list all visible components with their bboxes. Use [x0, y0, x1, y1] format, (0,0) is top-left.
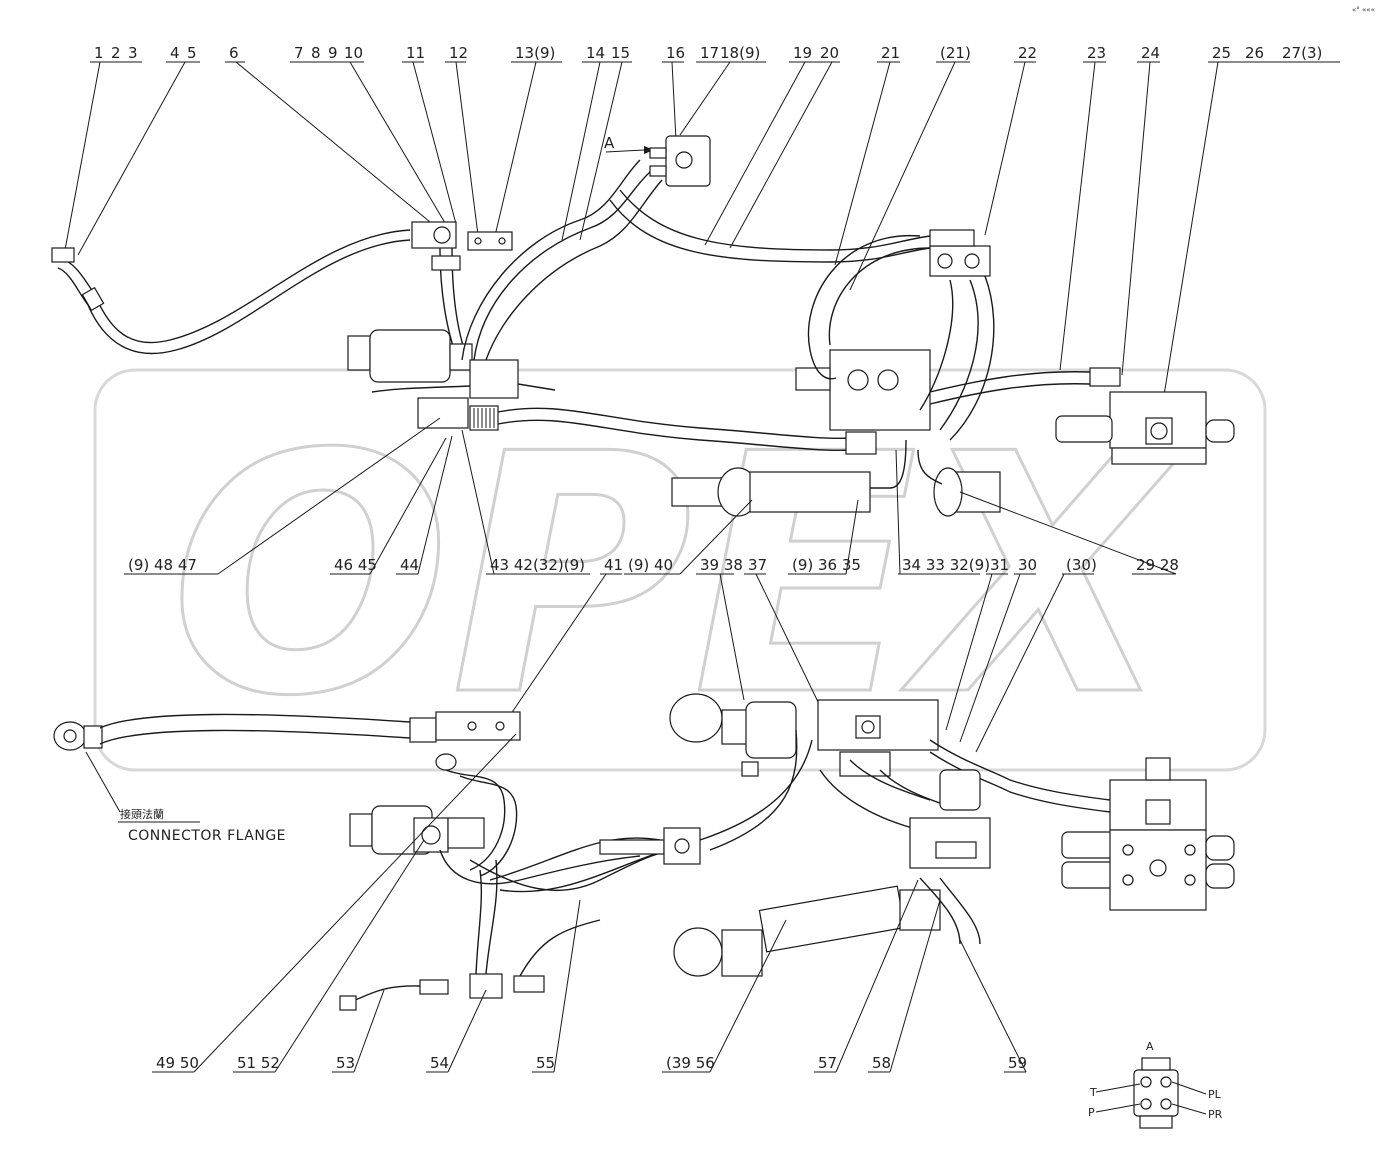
callout-22: 22: [1018, 44, 1037, 62]
steering-unit-detail: [1133, 1069, 1179, 1117]
callout-31: 31: [990, 556, 1009, 574]
view-arrow-label: A: [604, 134, 615, 152]
callout-16: 16: [666, 44, 685, 62]
callout-12: 12: [449, 44, 468, 62]
callout-4: 4: [170, 44, 180, 62]
valve-block-upper: [469, 359, 519, 399]
callout-3: 3: [128, 44, 138, 62]
port-p: [1140, 1098, 1152, 1110]
callout-25: 25: [1212, 44, 1231, 62]
motor-end-lower: [349, 813, 373, 847]
callout-17: 17: [700, 44, 719, 62]
tee-block-lower: [435, 711, 521, 741]
control-valve: [829, 349, 931, 431]
corner-mark: «° «««: [1352, 6, 1375, 14]
callout-9: 9: [328, 44, 338, 62]
cylinder-lower-bottom: [758, 885, 906, 953]
connector-flange-label: CONNECTOR FLANGE: [128, 828, 286, 844]
callout-18: 18(9): [720, 44, 760, 62]
callout-36-35: (9) 36 35: [792, 556, 861, 574]
callout-49-50: 49 50: [156, 1054, 199, 1072]
callout-8: 8: [311, 44, 321, 62]
callout-26: 26: [1245, 44, 1264, 62]
callout-21-ref: (21): [940, 44, 971, 62]
cylinder-upper-left: [749, 471, 871, 513]
callout-57: 57: [818, 1054, 837, 1072]
bottom-leaders: [152, 733, 1027, 1073]
callout-13: 13(9): [515, 44, 555, 62]
motor-end: [347, 335, 371, 371]
callout-30-ref: (30): [1066, 556, 1097, 574]
callout-2: 2: [111, 44, 121, 62]
callout-51-52: 51 52: [237, 1054, 280, 1072]
callout-30: 30: [1018, 556, 1037, 574]
callout-44: 44: [400, 556, 419, 574]
callout-37: 37: [748, 556, 767, 574]
middle-callouts: (9) 48 47 46 45 44 43 42(32)(9) 41 (9) 4…: [128, 556, 1179, 574]
filter-element: [845, 431, 877, 455]
upper-assembly: A: [51, 134, 1235, 517]
port-pl: [1160, 1076, 1172, 1088]
port-pr-label: PR: [1208, 1108, 1223, 1121]
detail-view-a: A T P PL PR: [1088, 1040, 1223, 1129]
callout-43-42: 43 42(32)(9): [490, 556, 585, 574]
callout-10: 10: [344, 44, 363, 62]
callout-53: 53: [336, 1054, 355, 1072]
bottom-callouts: 49 50 51 52 53 54 55 (39 56 57 58 59: [156, 1054, 1027, 1072]
top-leaders: [64, 61, 1340, 421]
callout-48-47: (9) 48 47: [128, 556, 197, 574]
callout-58: 58: [872, 1054, 891, 1072]
pump-body: [417, 397, 469, 429]
callout-15: 15: [611, 44, 630, 62]
valve-54: [469, 973, 503, 999]
callout-7: 7: [294, 44, 304, 62]
detail-view-title: A: [1146, 1040, 1154, 1053]
callout-27: 27(3): [1282, 44, 1322, 62]
callout-55: 55: [536, 1054, 555, 1072]
port-p-label: P: [1088, 1106, 1095, 1119]
port-t-label: T: [1089, 1086, 1097, 1099]
bracket-12: [467, 231, 513, 251]
callout-39-56: (39 56: [666, 1054, 715, 1072]
callout-11: 11: [406, 44, 425, 62]
callout-24: 24: [1141, 44, 1160, 62]
callout-20: 20: [820, 44, 839, 62]
callout-59: 59: [1008, 1054, 1027, 1072]
callout-34-32: 34 33 32(9): [902, 556, 990, 574]
callout-14: 14: [586, 44, 605, 62]
connector-note-small: 接頭法蘭: [120, 807, 164, 821]
callout-40: (9) 40: [628, 556, 673, 574]
suction-flange: [51, 247, 75, 263]
watermark-frame: [93, 368, 1267, 772]
callout-41: 41: [604, 556, 623, 574]
port-pr: [1160, 1098, 1172, 1110]
callout-54: 54: [430, 1054, 449, 1072]
callout-1: 1: [94, 44, 104, 62]
callout-21: 21: [881, 44, 900, 62]
port-t: [1140, 1076, 1152, 1088]
cylinder-lower-top: [745, 701, 797, 759]
port-pl-label: PL: [1208, 1088, 1222, 1101]
callout-19: 19: [793, 44, 812, 62]
middle-leaders: [124, 417, 1177, 753]
top-callouts: 1 2 3 4 5 6 7 8 9 10 11 12 13(9) 14 15 1…: [94, 44, 1322, 62]
callout-39-38: 39 38: [700, 556, 743, 574]
callout-29-28: 29 28: [1136, 556, 1179, 574]
pump-motor: [369, 329, 451, 383]
lower-assembly: 接頭法蘭 CONNECTOR FLANGE: [53, 693, 1235, 1011]
flange-40: [663, 827, 701, 865]
callout-5: 5: [187, 44, 197, 62]
callout-6: 6: [229, 44, 239, 62]
callout-23: 23: [1087, 44, 1106, 62]
callout-46-45: 46 45: [334, 556, 377, 574]
